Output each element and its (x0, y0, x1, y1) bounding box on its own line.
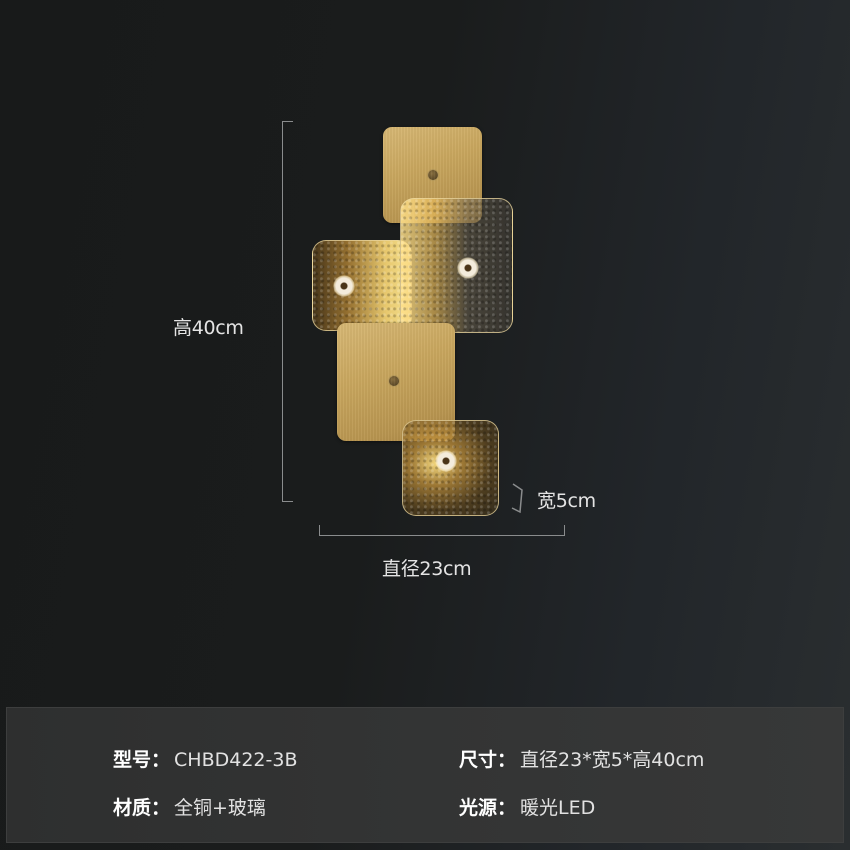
glass-shade-right (400, 198, 513, 333)
spec-label: 型号： (113, 749, 171, 771)
glass-shade-left (312, 240, 412, 331)
spec-model: 型号：CHBD422-3B (113, 745, 297, 772)
width-label: 宽5cm (537, 490, 596, 512)
spec-value: CHBD422-3B (174, 749, 298, 771)
spec-label: 材质： (113, 797, 171, 819)
brass-plate-top (383, 127, 482, 223)
glass-shade-bottom (402, 420, 499, 516)
diameter-dimension-bracket (319, 525, 565, 536)
spec-size: 尺寸：直径23*宽5*高40cm (459, 745, 704, 772)
spec-value: 直径23*宽5*高40cm (520, 749, 705, 771)
width-dimension-bracket (511, 483, 523, 514)
spec-value: 暖光LED (520, 797, 596, 819)
mount-pin-icon (389, 376, 399, 386)
led-bulb-icon (435, 450, 457, 472)
spec-material: 材质：全铜+玻璃 (113, 793, 266, 820)
height-label: 高40cm (173, 317, 244, 339)
height-dimension-bracket (282, 121, 293, 502)
spec-light-source: 光源：暖光LED (459, 793, 595, 820)
mount-pin-icon (428, 170, 438, 180)
spec-label: 尺寸： (459, 749, 517, 771)
spec-label: 光源： (459, 797, 517, 819)
led-bulb-icon (457, 257, 479, 279)
diameter-label: 直径23cm (382, 558, 472, 580)
product-stage: 高40cm 直径23cm 宽5cm (173, 121, 596, 580)
spec-panel: 型号：CHBD422-3B 尺寸：直径23*宽5*高40cm 材质：全铜+玻璃 … (6, 707, 844, 843)
led-bulb-icon (333, 275, 355, 297)
spec-value: 全铜+玻璃 (174, 797, 266, 819)
